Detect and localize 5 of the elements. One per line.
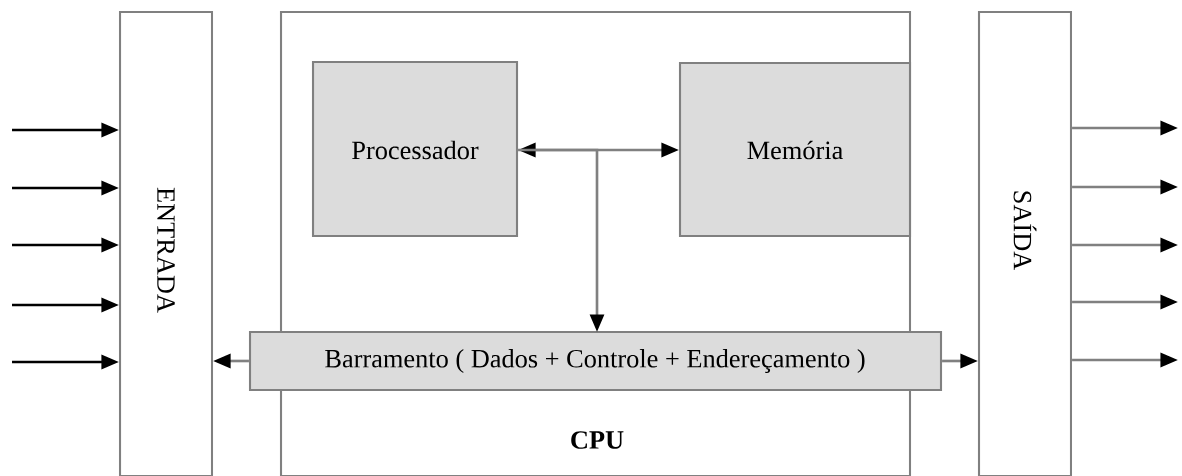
processor-box: Processador <box>311 60 519 238</box>
memory-box: Memória <box>678 61 912 238</box>
input-band: ENTRADA <box>118 10 214 476</box>
bus-bar: Barramento ( Dados + Controle + Endereçamento ) <box>248 330 943 392</box>
output-band: SAÍDA <box>977 10 1073 476</box>
